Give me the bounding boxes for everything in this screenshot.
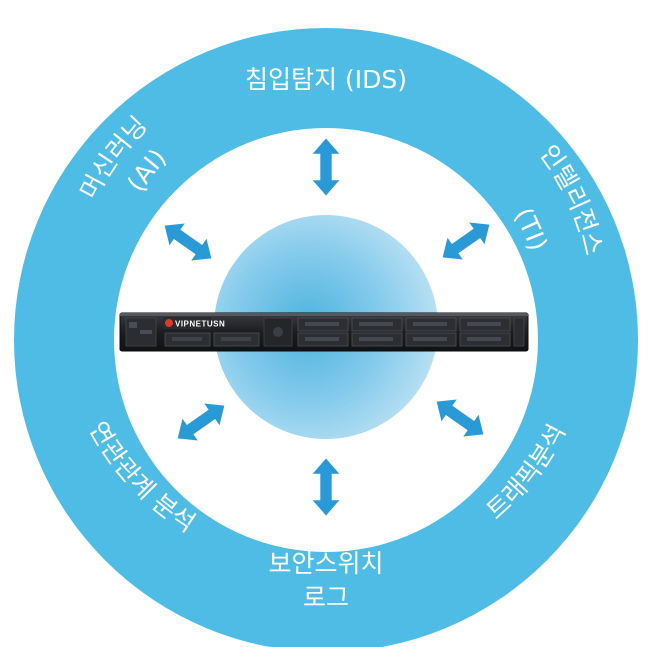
label-bottom-line2: 로그 (303, 583, 349, 612)
device-brand: VIPNETUSN (175, 320, 225, 329)
label-top: 침입탐지 (IDS) (245, 65, 407, 94)
rack-server-icon: VIPNETUSN (119, 312, 529, 352)
label-bottom-line1: 보안스위치 (268, 549, 383, 578)
brand-logo-dot (165, 319, 173, 327)
